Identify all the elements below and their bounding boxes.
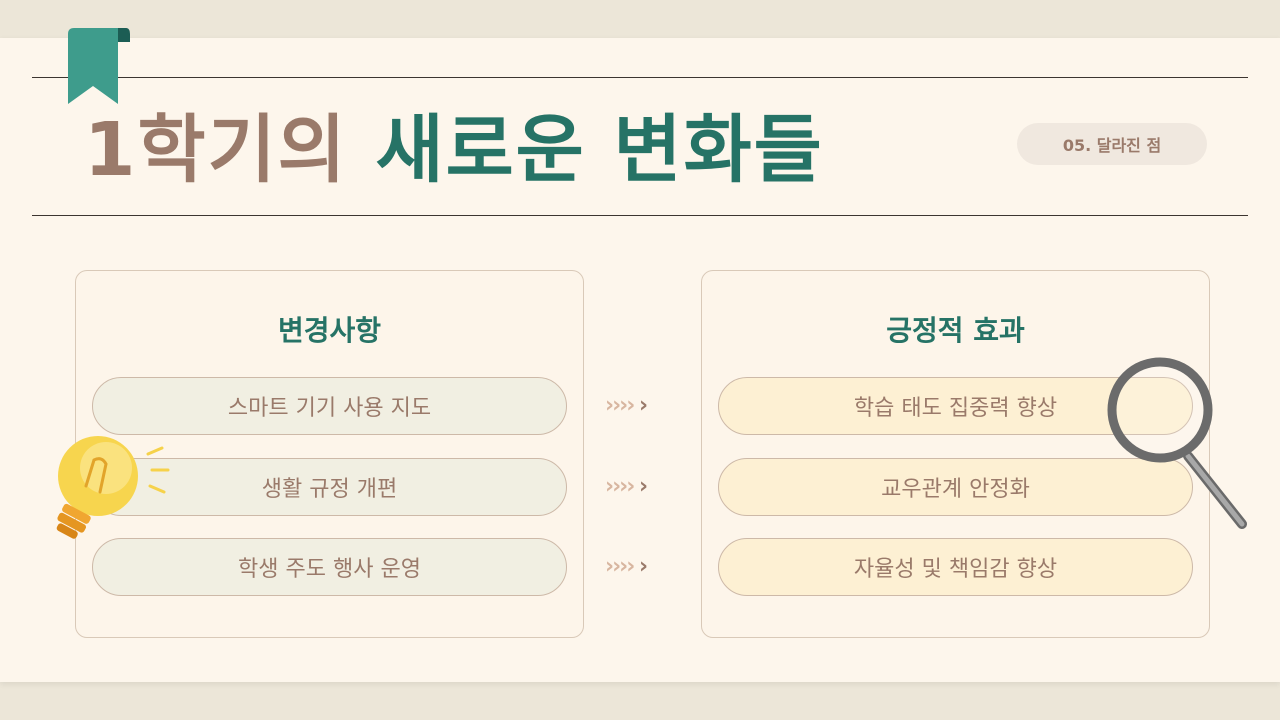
slide: 1학기의 새로운 변화들 05. 달라진 점 변경사항 스마트 기기 사용 지도…: [0, 28, 1280, 682]
lightbulb-icon: [56, 436, 170, 539]
section-tag: 05. 달라진 점: [1017, 123, 1207, 165]
changes-card: 변경사항 스마트 기기 사용 지도 생활 규정 개편 학생 주도 행사 운영: [75, 270, 584, 638]
change-item: 학생 주도 행사 운영: [92, 538, 567, 596]
change-item: 생활 규정 개편: [92, 458, 567, 516]
page-title: 1학기의 새로운 변화들: [84, 106, 824, 195]
effects-heading: 긍정적 효과: [886, 314, 1025, 347]
arrows-icon: ›››› ›: [605, 554, 648, 579]
magnifier-icon: [1107, 357, 1247, 529]
bookmark-icon: [68, 28, 130, 104]
arrows-icon: ›››› ›: [605, 393, 648, 418]
effect-item: 자율성 및 책임감 향상: [718, 538, 1193, 596]
title-part-1: 1학기의: [84, 107, 348, 193]
effect-item: 교우관계 안정화: [718, 458, 1193, 516]
change-item: 스마트 기기 사용 지도: [92, 377, 567, 435]
bottom-divider: [32, 215, 1248, 216]
top-divider: [32, 77, 1248, 78]
changes-heading: 변경사항: [277, 314, 382, 347]
arrows-icon: ›››› ›: [605, 474, 648, 499]
title-part-2: 새로운 변화들: [375, 107, 824, 193]
